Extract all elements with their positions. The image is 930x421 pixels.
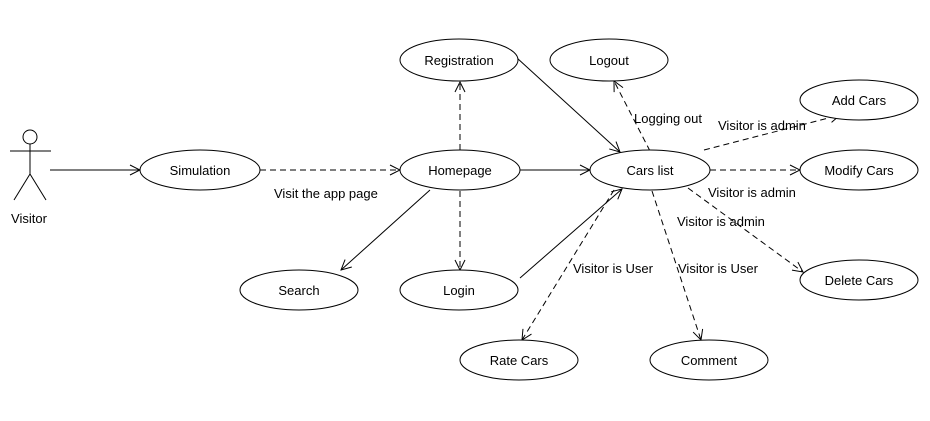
- use-case-label: Logout: [589, 53, 629, 68]
- use-case-label: Rate Cars: [490, 353, 549, 368]
- edge-registration-carslist: [516, 57, 620, 152]
- use-case-simulation: Simulation: [139, 149, 261, 191]
- use-case-logout: Logout: [549, 38, 669, 82]
- use-case-modify-cars: Modify Cars: [799, 149, 919, 191]
- use-case-label: Simulation: [170, 163, 231, 178]
- use-case-label: Comment: [681, 353, 738, 368]
- edge-label-user-comment: Visitor is User: [678, 261, 759, 276]
- use-case-cars-list: Cars list: [589, 149, 711, 191]
- edge-carslist-addcars: [703, 115, 840, 151]
- use-case-label: Cars list: [627, 163, 674, 178]
- use-case-delete-cars: Delete Cars: [799, 259, 919, 301]
- edge-homepage-search: [341, 189, 431, 270]
- edge-login-carslist: [519, 189, 622, 279]
- use-case-label: Homepage: [428, 163, 492, 178]
- use-case-label: Add Cars: [832, 93, 887, 108]
- use-case-add-cars: Add Cars: [799, 79, 919, 121]
- use-case-comment: Comment: [649, 339, 769, 381]
- use-case-search: Search: [239, 269, 359, 311]
- actor-label: Visitor: [11, 211, 48, 226]
- use-case-label: Registration: [424, 53, 493, 68]
- edge-label-admin-add: Visitor is admin: [718, 118, 806, 133]
- edge-carslist-comment: [651, 190, 701, 340]
- visitor-actor-icon: [10, 129, 51, 201]
- edge-label-admin-delete: Visitor is admin: [677, 214, 765, 229]
- use-case-label: Delete Cars: [825, 273, 894, 288]
- use-case-label: Search: [278, 283, 319, 298]
- use-case-login: Login: [399, 269, 519, 311]
- edge-label-visit-app-page: Visit the app page: [274, 186, 378, 201]
- use-case-homepage: Homepage: [399, 149, 521, 191]
- use-case-rate-cars: Rate Cars: [459, 339, 579, 381]
- edge-label-user-rate: Visitor is User: [573, 261, 654, 276]
- edge-carslist-logout: [614, 81, 651, 152]
- use-case-label: Modify Cars: [824, 163, 894, 178]
- edge-label-admin-modify: Visitor is admin: [708, 185, 796, 200]
- edge-carslist-deletecars: [687, 187, 803, 272]
- use-case-registration: Registration: [399, 38, 519, 82]
- edge-label-logging-out: Logging out: [634, 111, 702, 126]
- use-case-label: Login: [443, 283, 475, 298]
